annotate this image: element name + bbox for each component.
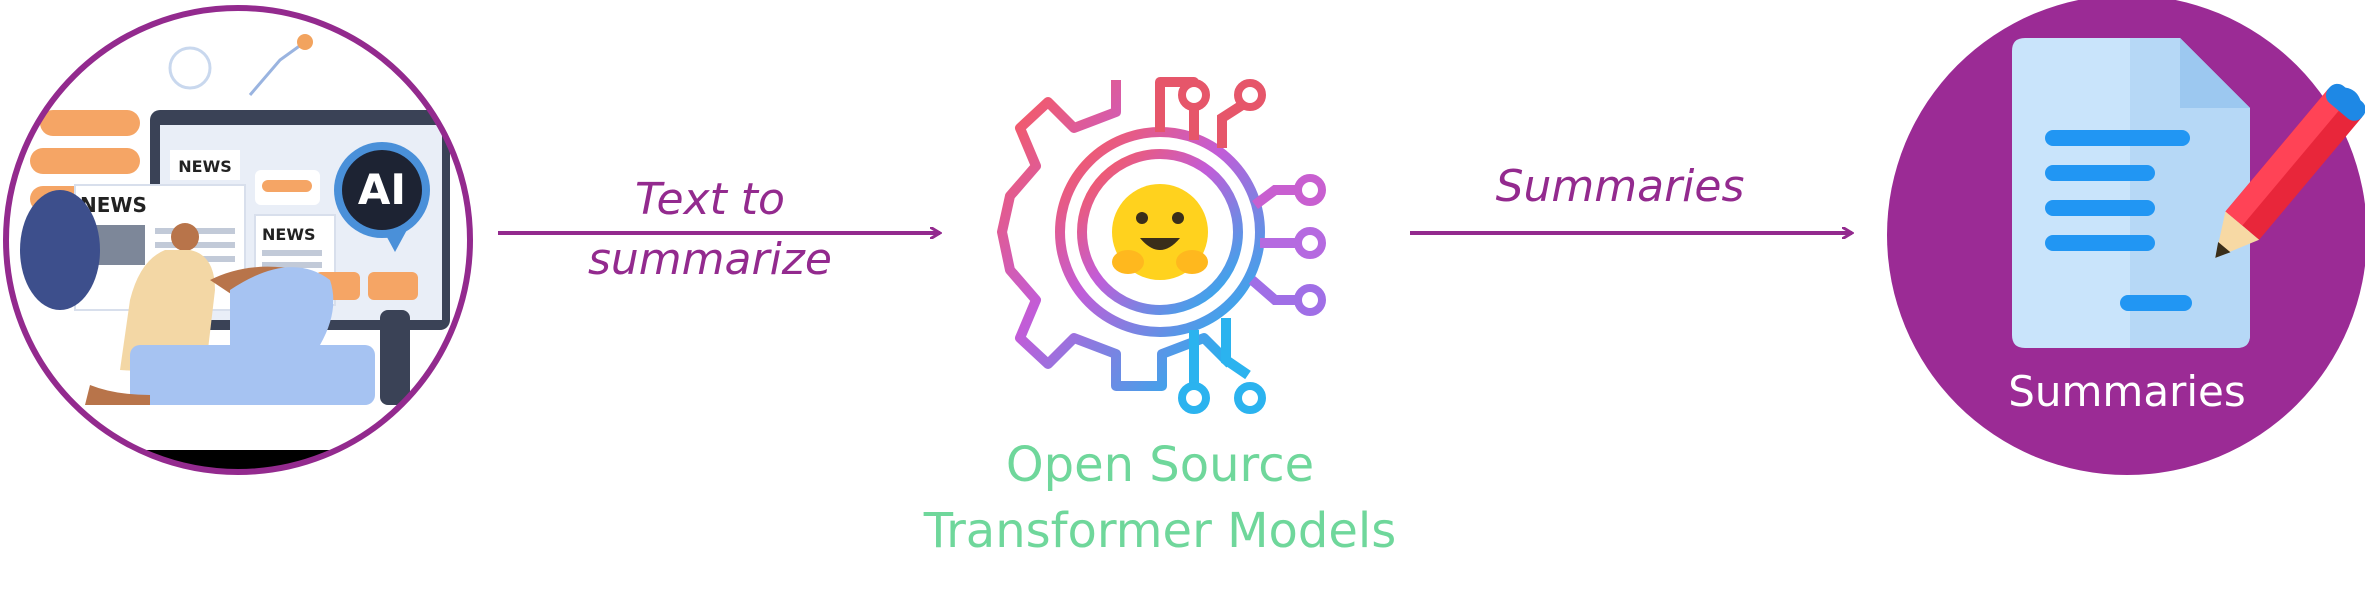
model-label-line2: Transformer Models (923, 503, 1397, 559)
pencil-icon (2215, 83, 2365, 258)
arrow-input-label: Text to summarize (560, 170, 860, 290)
model-label: Open Source Transformer Models (900, 432, 1420, 564)
news-badge-top: NEWS (178, 157, 232, 176)
transformer-gear-icon (997, 77, 1326, 414)
gear-deco-icon (168, 46, 212, 90)
output-summaries (1887, 0, 2365, 475)
person-head (171, 223, 199, 251)
arrow-input-label-line2: summarize (588, 234, 832, 285)
input-circle-border (3, 5, 473, 475)
ai-badge-label: AI (358, 165, 406, 214)
output-label-text: Summaries (2008, 367, 2246, 416)
output-label: Summaries (1987, 367, 2267, 417)
arrow-output-label-text: Summaries (1495, 161, 1745, 212)
arrow-output-label: Summaries (1460, 157, 1780, 217)
news-badge-small: NEWS (262, 225, 316, 244)
arrow-input-label-line1: Text to (635, 174, 785, 225)
model-label-line1: Open Source (1005, 437, 1315, 493)
input-illustration: NEWS NEWS NEWS AI (3, 5, 473, 475)
